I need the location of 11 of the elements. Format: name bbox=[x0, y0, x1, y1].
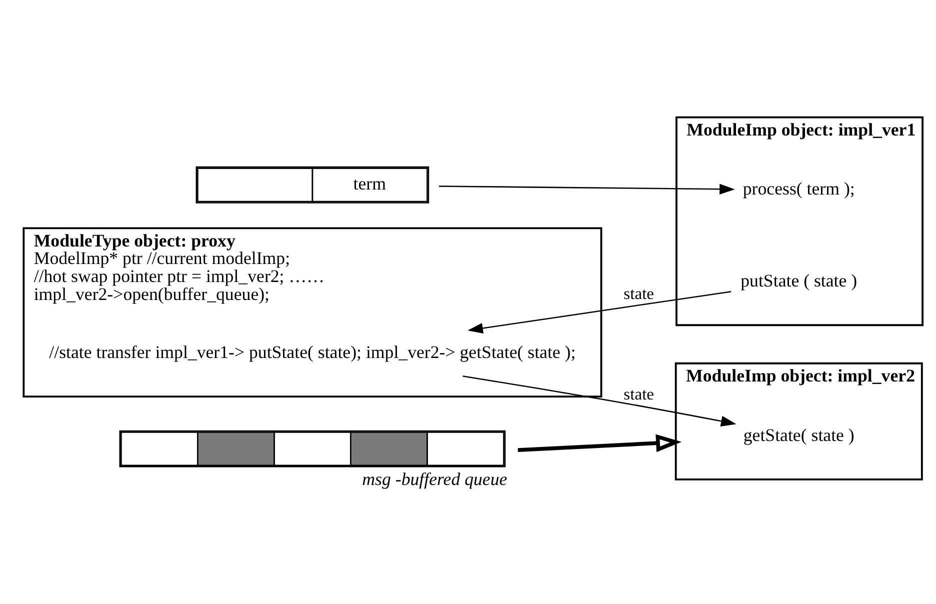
node-text: process( term ); bbox=[742, 178, 855, 198]
edge-label: state bbox=[624, 384, 654, 404]
arrow bbox=[438, 183, 735, 194]
arrow bbox=[468, 290, 732, 334]
node-text: putState ( state ) bbox=[740, 270, 858, 290]
node-text: //state transfer impl_ver1-> putState( state); impl_ver2-> getState( state ); bbox=[49, 341, 576, 362]
node-text: getState( state ) bbox=[743, 424, 854, 444]
arrow bbox=[462, 375, 736, 426]
node-label: msg -buffered queue bbox=[362, 468, 508, 488]
arrow bbox=[518, 434, 682, 452]
edge-label: state bbox=[624, 283, 654, 302]
